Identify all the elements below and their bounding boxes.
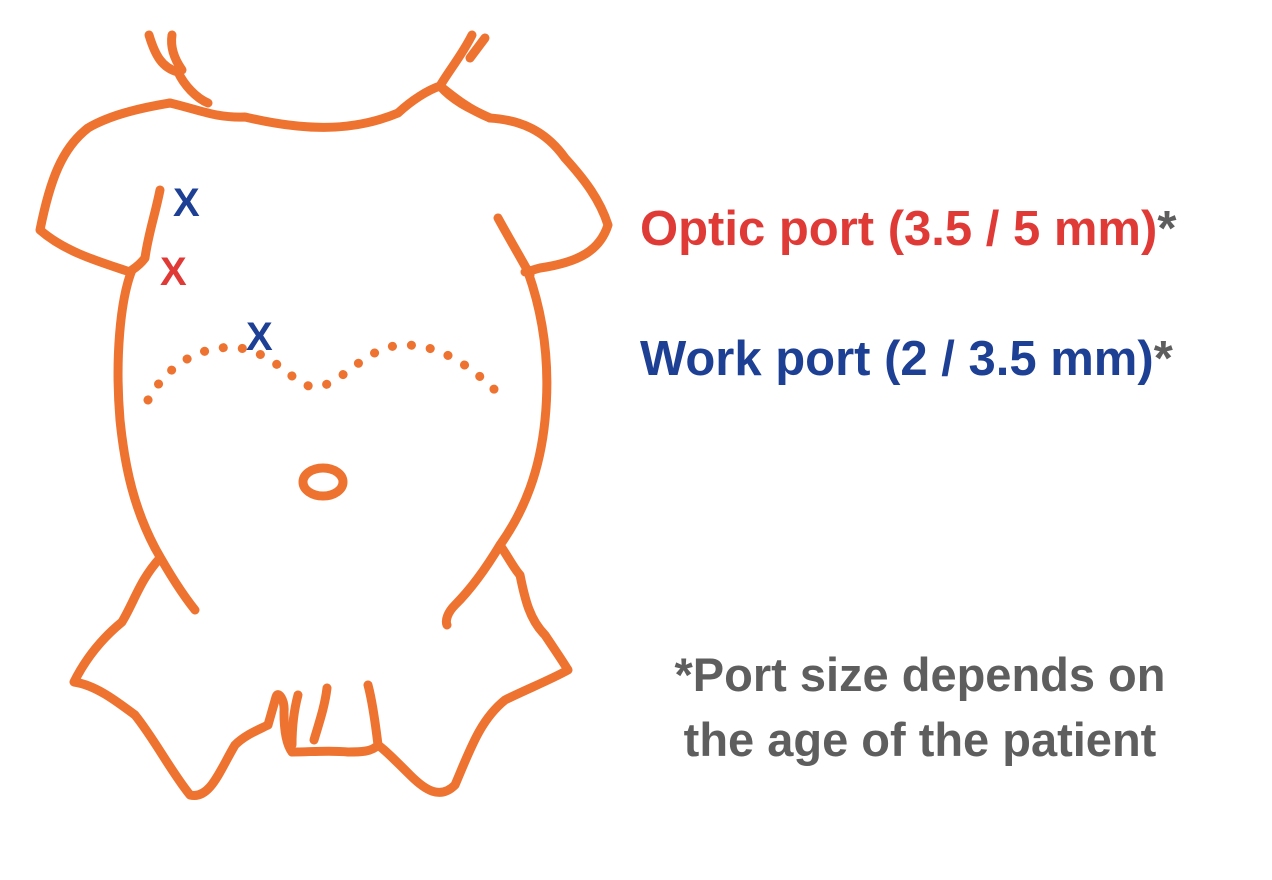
costal-margin-dotted-line <box>143 340 505 405</box>
genitalia-inner <box>287 683 332 750</box>
right-axilla-line <box>493 213 535 280</box>
optic-port-mark: X <box>160 250 187 294</box>
right-leg-outline <box>373 540 573 797</box>
work-port-mark-1: X <box>173 181 200 225</box>
left-axilla-line <box>127 185 165 275</box>
left-arm-outline <box>35 98 175 277</box>
head-edge-left-inner <box>167 30 187 75</box>
work-port-asterisk: * <box>1153 332 1173 386</box>
footnote-line-2: the age of the patient <box>683 712 1157 766</box>
left-leg-outline <box>69 553 273 800</box>
right-flank <box>441 267 552 630</box>
work-port-label: Work port (2 / 3.5 mm) <box>640 332 1154 386</box>
optic-port-label: Optic port (3.5 / 5 mm) <box>640 202 1158 256</box>
port-size-footnote: *Port size depends on the age of the pat… <box>600 643 1240 773</box>
optic-port-legend: Optic port (3.5 / 5 mm)* <box>640 205 1176 254</box>
head-edge-right-inner <box>465 33 490 63</box>
umbilicus <box>298 463 348 501</box>
footnote-line-1: *Port size depends on <box>674 648 1166 701</box>
right-arm-outline <box>485 113 613 277</box>
work-port-mark-2: X <box>246 315 273 359</box>
work-port-legend: Work port (2 / 3.5 mm)* <box>640 335 1173 384</box>
genitalia-outline <box>263 680 383 757</box>
left-flank <box>113 265 160 553</box>
optic-port-asterisk: * <box>1157 202 1177 256</box>
head-edge-right <box>435 30 495 123</box>
